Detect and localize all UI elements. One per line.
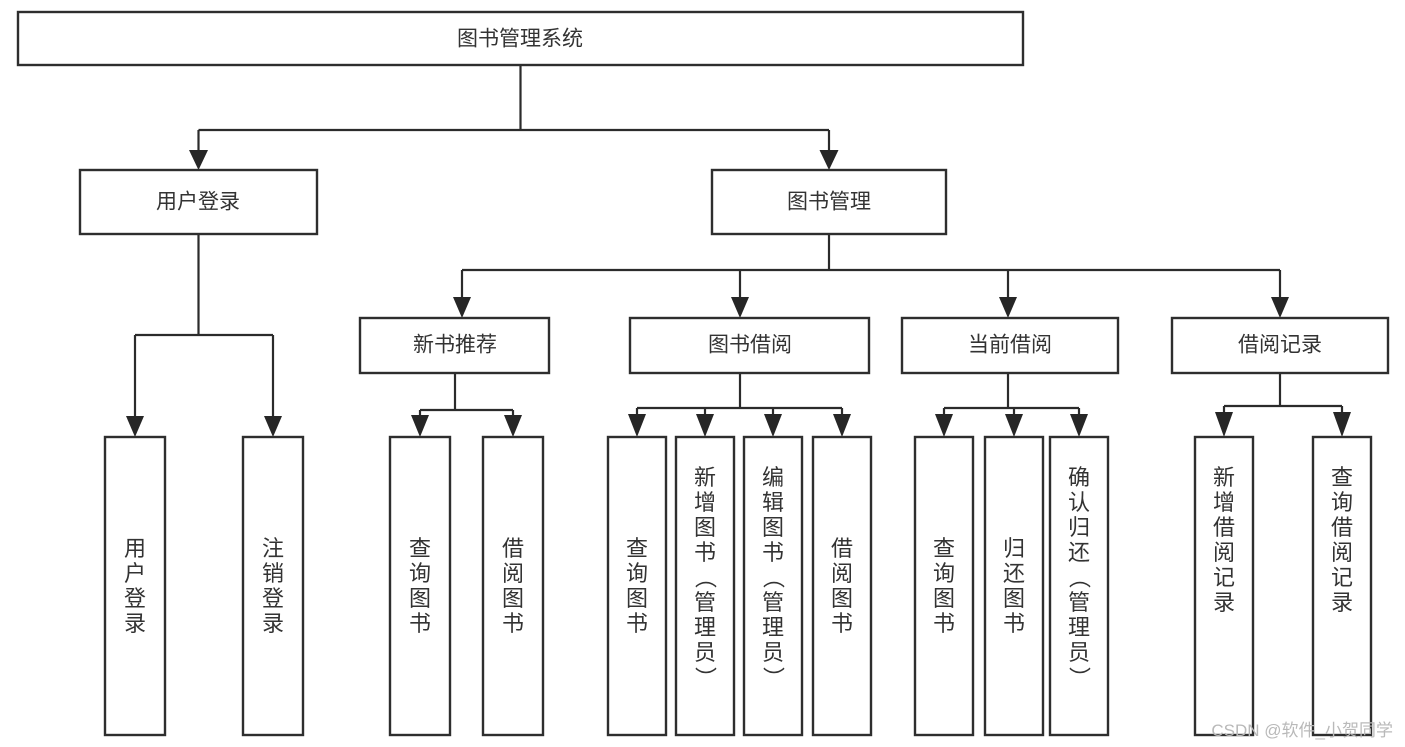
arrowhead-leaf-logout [264, 416, 282, 437]
arrowhead-borrow-record [1271, 297, 1289, 318]
node-root-label: 图书管理系统 [457, 28, 583, 51]
arrowhead-leaf-borrow-book-2 [833, 414, 851, 437]
leaf-user-login[interactable] [103, 435, 167, 737]
connectors-current-borrow-to-leaves [935, 373, 1088, 437]
node-current-borrow-label: 当前借阅 [968, 334, 1052, 357]
node-book-manage-label: 图书管理 [787, 191, 871, 214]
connectors-book-borrow-to-leaves [628, 373, 851, 437]
arrowhead-leaf-borrow-book-1 [504, 415, 522, 437]
arrowhead-book-manage [819, 150, 839, 170]
arrowhead-book-borrow [731, 297, 749, 318]
arrowhead-leaf-query-book-1 [411, 415, 429, 437]
arrowhead-leaf-add-record [1215, 412, 1233, 437]
leaf-borrow-book-2[interactable] [811, 435, 873, 737]
leaf-borrow-book-1[interactable] [481, 435, 545, 737]
arrowhead-leaf-add-book [696, 414, 714, 437]
connectors-book-manage-to-level3 [453, 234, 1289, 318]
leaf-query-record[interactable] [1311, 435, 1373, 737]
arrowhead-leaf-return-book [1005, 414, 1023, 437]
arrowhead-current-borrow [999, 297, 1017, 318]
arrowhead-user-login [189, 150, 208, 170]
arrowhead-leaf-edit-book [764, 414, 782, 437]
node-borrow-record[interactable] [1170, 316, 1390, 375]
leaf-edit-book[interactable] [742, 435, 804, 737]
node-new-book-recommend-label: 新书推荐 [413, 334, 497, 357]
arrowhead-leaf-confirm-return [1070, 414, 1088, 437]
node-user-login-label: 用户登录 [156, 191, 240, 214]
leaf-box-group [103, 435, 1373, 737]
arrowhead-leaf-query-book-3 [935, 414, 953, 437]
node-book-manage[interactable] [710, 168, 948, 236]
node-root[interactable] [16, 10, 1025, 67]
node-book-borrow[interactable] [628, 316, 871, 375]
connectors-root-to-level2 [189, 65, 839, 170]
node-book-borrow-label: 图书借阅 [708, 334, 792, 357]
arrowhead-new-book-rec [453, 297, 471, 318]
connectors-user-login-to-leaves [126, 234, 282, 437]
arrowhead-leaf-user-login [126, 416, 144, 437]
leaf-add-book[interactable] [674, 435, 736, 737]
arrowhead-leaf-query-book-2 [628, 414, 646, 437]
node-user-login[interactable] [78, 168, 319, 236]
node-current-borrow[interactable] [900, 316, 1120, 375]
connectors-new-book-rec-to-leaves [411, 373, 522, 437]
leaf-query-book-2[interactable] [606, 435, 668, 737]
leaf-query-book-3[interactable] [913, 435, 975, 737]
leaf-confirm-return[interactable] [1048, 435, 1110, 737]
arrowhead-leaf-query-record [1333, 412, 1351, 437]
watermark: CSDN @软件_小贺同学 [1211, 721, 1393, 740]
leaf-add-record[interactable] [1193, 435, 1255, 737]
node-borrow-record-label: 借阅记录 [1238, 334, 1322, 357]
node-new-book-recommend[interactable] [358, 316, 551, 375]
leaf-query-book-1[interactable] [388, 435, 452, 737]
leaf-logout[interactable] [241, 435, 305, 737]
connectors-borrow-record-to-leaves [1215, 373, 1351, 437]
leaf-return-book[interactable] [983, 435, 1045, 737]
